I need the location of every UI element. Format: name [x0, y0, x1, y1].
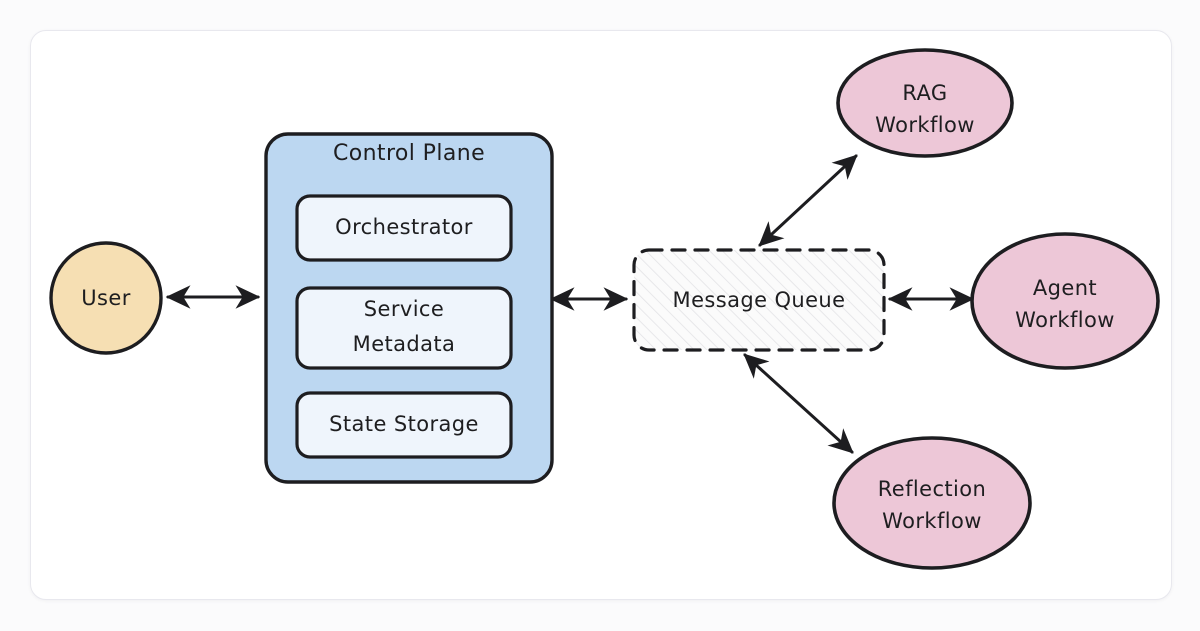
- agent-workflow-label-line2: Workflow: [1015, 308, 1115, 332]
- user-circle-shape: [49, 241, 163, 355]
- edge-messagequeue-reflectionworkflow: [743, 353, 854, 454]
- node-agent-workflow[interactable]: Agent Workflow: [970, 232, 1160, 370]
- node-control-plane[interactable]: Control Plane Orchestrator Service Metad…: [264, 132, 554, 484]
- service-metadata-label-line2: Metadata: [353, 332, 456, 356]
- node-message-queue[interactable]: Message Queue: [632, 248, 886, 352]
- node-service-metadata[interactable]: Service Metadata: [295, 286, 513, 370]
- control-plane-title: Control Plane: [333, 141, 485, 166]
- agent-workflow-label-line1: Agent: [1033, 276, 1097, 300]
- reflection-workflow-label-line1: Reflection: [878, 477, 987, 501]
- message-queue-hatch-pattern: [634, 250, 884, 350]
- node-rag-workflow[interactable]: RAG Workflow: [836, 48, 1014, 158]
- orchestrator-label: Orchestrator: [335, 215, 473, 239]
- service-metadata-label-line1: Service: [364, 297, 444, 321]
- node-orchestrator[interactable]: Orchestrator: [295, 194, 513, 262]
- state-storage-shape: [295, 391, 513, 459]
- message-queue-label: Message Queue: [673, 288, 846, 312]
- service-metadata-shape: [295, 286, 513, 370]
- message-queue-dashed-border: [632, 248, 886, 352]
- rag-workflow-shape: [836, 48, 1014, 158]
- agent-workflow-shape: [970, 232, 1160, 370]
- reflection-workflow-label-line2: Workflow: [882, 509, 982, 533]
- node-user[interactable]: User: [49, 241, 163, 355]
- reflection-workflow-shape: [832, 436, 1032, 570]
- user-label: User: [81, 286, 130, 310]
- state-storage-label: State Storage: [329, 412, 479, 436]
- node-reflection-workflow[interactable]: Reflection Workflow: [832, 436, 1032, 570]
- edge-messagequeue-ragworkflow: [758, 154, 858, 247]
- orchestrator-shape: [295, 194, 513, 262]
- rag-workflow-label-line2: Workflow: [875, 113, 975, 137]
- rag-workflow-label-line1: RAG: [902, 81, 947, 105]
- node-state-storage[interactable]: State Storage: [295, 391, 513, 459]
